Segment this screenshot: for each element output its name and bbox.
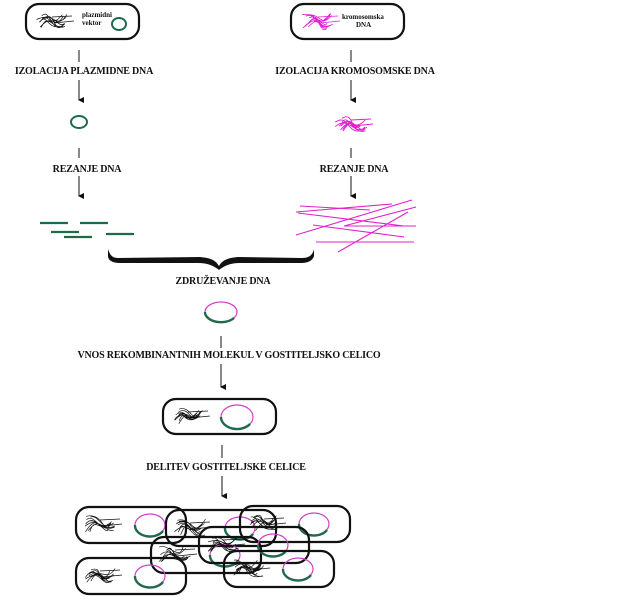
chromosomal-dna-tangle-icon	[302, 13, 341, 31]
cell-membrane	[74, 505, 188, 545]
chromosome-tangle-icon	[207, 535, 246, 553]
step-isolate-plasmid: IZOLACIJA PLAZMIDNE DNA	[14, 66, 154, 77]
step-join: ZDRUŽEVANJE DNA	[175, 276, 271, 287]
dna-strand	[249, 514, 278, 531]
dna-fragment	[337, 211, 409, 253]
plasmid-label-line2: vektor	[82, 19, 102, 27]
dna-strand	[174, 408, 204, 424]
chromosome-tangle-icon	[233, 559, 271, 578]
chromosome-tangle-icon	[159, 546, 198, 563]
isolated-plasmid-icon	[70, 115, 88, 129]
chromosome-label-line1: kromosomska	[342, 13, 384, 21]
dna-strand	[174, 518, 206, 537]
dna-strand	[36, 13, 68, 28]
dna-strand	[84, 515, 115, 532]
chromosome-source-cell	[289, 2, 406, 41]
progeny-cell	[222, 549, 336, 589]
recombinant-plasmid-icon	[203, 301, 238, 324]
isolated-chromosomal-dna-icon	[334, 116, 374, 132]
dna-strand	[85, 568, 116, 583]
step-insert: VNOS REKOMBINANTNIH MOLEKUL V GOSTITELJS…	[77, 350, 381, 361]
dna-fragment	[343, 206, 417, 227]
chromosome-tangle-icon	[174, 408, 211, 424]
plasmid-insert-segment	[256, 544, 287, 558]
progeny-cell	[197, 525, 311, 565]
chromosome-tangle-icon	[249, 514, 287, 531]
chromosome-label-line2: DNA	[356, 21, 372, 29]
step-cut-plasmid: REZANJE DNA	[52, 164, 122, 175]
plasmid-fragments	[40, 221, 134, 239]
dna-fragment	[299, 205, 371, 211]
plasmid-label-line1: plazmidni	[82, 11, 112, 19]
cell-membrane	[161, 397, 278, 436]
dna-strand	[233, 559, 264, 578]
dna-fragment	[295, 199, 413, 236]
cell-membrane	[24, 2, 141, 41]
cell-membrane	[197, 525, 311, 565]
progeny-cell	[238, 504, 352, 544]
dna-strand	[302, 13, 334, 31]
step-isolate-chromosome: IZOLACIJA KROMOSOMSKE DNA	[275, 66, 435, 77]
dna-fragment	[312, 224, 405, 238]
plasmid-insert-segment	[133, 524, 164, 538]
host-cell	[161, 397, 278, 436]
plasmid-insert-segment	[281, 568, 312, 582]
plasmid-ring-icon	[111, 17, 127, 31]
progeny-cells	[74, 504, 352, 596]
chromosome-tangle-icon	[85, 568, 123, 583]
cell-membrane	[74, 556, 188, 596]
cell-membrane	[289, 2, 406, 41]
joining-brace	[108, 249, 314, 270]
recombinant-plasmid-icon	[219, 404, 254, 431]
cell-membrane	[149, 535, 263, 575]
chromosome-tangle-icon	[84, 515, 123, 532]
step-divide: DELITEV GOSTITELJSKE CELICE	[146, 462, 306, 473]
plasmid-insert-segment	[133, 575, 164, 589]
dna-strand	[207, 535, 239, 553]
cell-membrane	[222, 549, 336, 589]
chromosomal-fragments	[295, 199, 417, 253]
chromosome-tangle-icon	[36, 13, 75, 28]
progeny-cell	[74, 556, 188, 596]
plasmid-source-cell	[24, 2, 141, 41]
step-cut-chromosome: REZANJE DNA	[319, 164, 389, 175]
cell-membrane	[238, 504, 352, 544]
dna-strand	[159, 546, 191, 563]
